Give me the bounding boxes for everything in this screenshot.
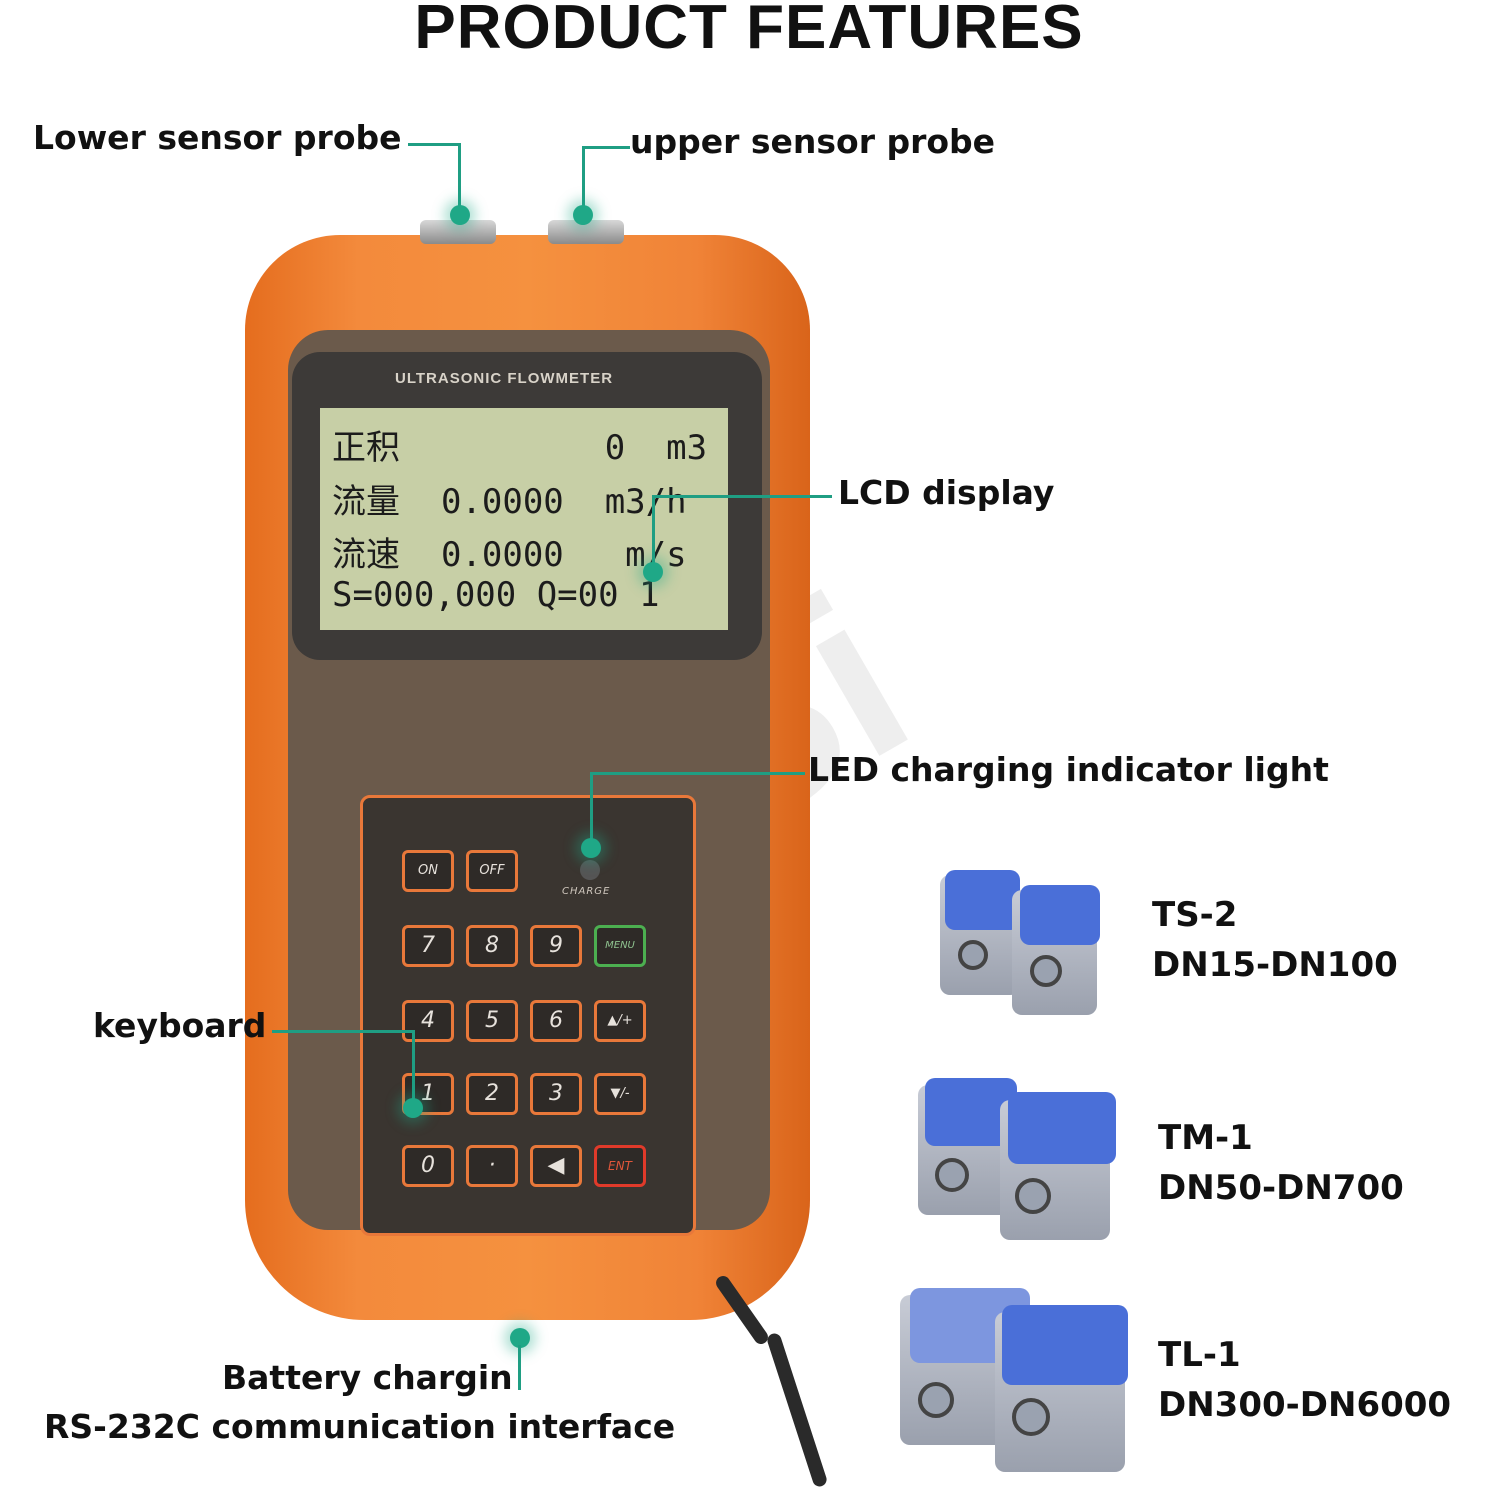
- callout-line: [412, 1030, 415, 1102]
- callout-line: [652, 495, 832, 498]
- key-up[interactable]: ▲/+: [594, 1000, 646, 1042]
- callout-dot: [581, 838, 601, 858]
- sensor-connector: [918, 1382, 954, 1418]
- callout-lower-probe: Lower sensor probe: [33, 118, 402, 157]
- callout-line: [458, 143, 461, 209]
- sensor-connector: [1012, 1398, 1050, 1436]
- sensor-range: DN50-DN700: [1158, 1168, 1404, 1208]
- callout-rs232: RS-232C communication interface: [44, 1407, 676, 1446]
- callout-led: LED charging indicator light: [808, 750, 1329, 789]
- callout-line: [272, 1030, 414, 1033]
- sensor-top: [1002, 1305, 1128, 1385]
- cable: [765, 1331, 829, 1489]
- callout-line: [582, 146, 630, 149]
- callout-line: [582, 146, 585, 210]
- key-0[interactable]: 0: [402, 1145, 454, 1187]
- key-off[interactable]: OFF: [466, 850, 518, 892]
- sensor-top: [945, 870, 1020, 930]
- callout-dot: [510, 1328, 530, 1348]
- sensor-top: [1008, 1092, 1116, 1164]
- callout-line: [652, 495, 655, 565]
- sensor-model: TS-2: [1152, 895, 1238, 935]
- key-6[interactable]: 6: [530, 1000, 582, 1042]
- callout-battery: Battery chargin: [222, 1358, 513, 1397]
- callout-line: [408, 143, 460, 146]
- key-9[interactable]: 9: [530, 925, 582, 967]
- sensor-range: DN15-DN100: [1152, 945, 1398, 985]
- charge-label: CHARGE: [562, 886, 611, 897]
- key-5[interactable]: 5: [466, 1000, 518, 1042]
- key-menu[interactable]: MENU: [594, 925, 646, 967]
- key-7[interactable]: 7: [402, 925, 454, 967]
- key-down[interactable]: ▼/-: [594, 1073, 646, 1115]
- sensor-connector: [1015, 1178, 1051, 1214]
- callout-keyboard: keyboard: [93, 1006, 267, 1045]
- device-header: ULTRASONIC FLOWMETER: [395, 370, 614, 387]
- key-2[interactable]: 2: [466, 1073, 518, 1115]
- key-on[interactable]: ON: [402, 850, 454, 892]
- callout-line: [518, 1345, 521, 1390]
- lcd-line: S=000,000 Q=00 1: [332, 575, 660, 615]
- key-4[interactable]: 4: [402, 1000, 454, 1042]
- key-dot[interactable]: ·: [466, 1145, 518, 1187]
- callout-line: [590, 772, 805, 775]
- key-back[interactable]: ◀: [530, 1145, 582, 1187]
- callout-dot: [643, 562, 663, 582]
- callout-upper-probe: upper sensor probe: [630, 122, 996, 161]
- callout-dot: [403, 1098, 423, 1118]
- sensor-connector: [1030, 955, 1062, 987]
- sensor-connector: [935, 1158, 969, 1192]
- sensor-model: TM-1: [1158, 1118, 1253, 1158]
- callout-dot: [450, 205, 470, 225]
- lcd-screen: [320, 408, 728, 630]
- callout-lcd: LCD display: [838, 473, 1055, 512]
- page-title: PRODUCT FEATURES: [414, 0, 1084, 62]
- sensor-range: DN300-DN6000: [1158, 1385, 1452, 1425]
- sensor-connector: [958, 940, 988, 970]
- sensor-model: TL-1: [1158, 1335, 1241, 1375]
- lcd-line: 正积 0 m3: [332, 428, 708, 468]
- key-ent[interactable]: ENT: [594, 1145, 646, 1187]
- sensor-top: [1020, 885, 1100, 945]
- key-8[interactable]: 8: [466, 925, 518, 967]
- key-3[interactable]: 3: [530, 1073, 582, 1115]
- callout-dot: [573, 205, 593, 225]
- callout-line: [590, 772, 593, 844]
- lcd-line: 流量 0.0000 m3/h: [332, 482, 687, 522]
- charge-led: [580, 860, 600, 880]
- lcd-line: 流速 0.0000 m/s: [332, 535, 687, 575]
